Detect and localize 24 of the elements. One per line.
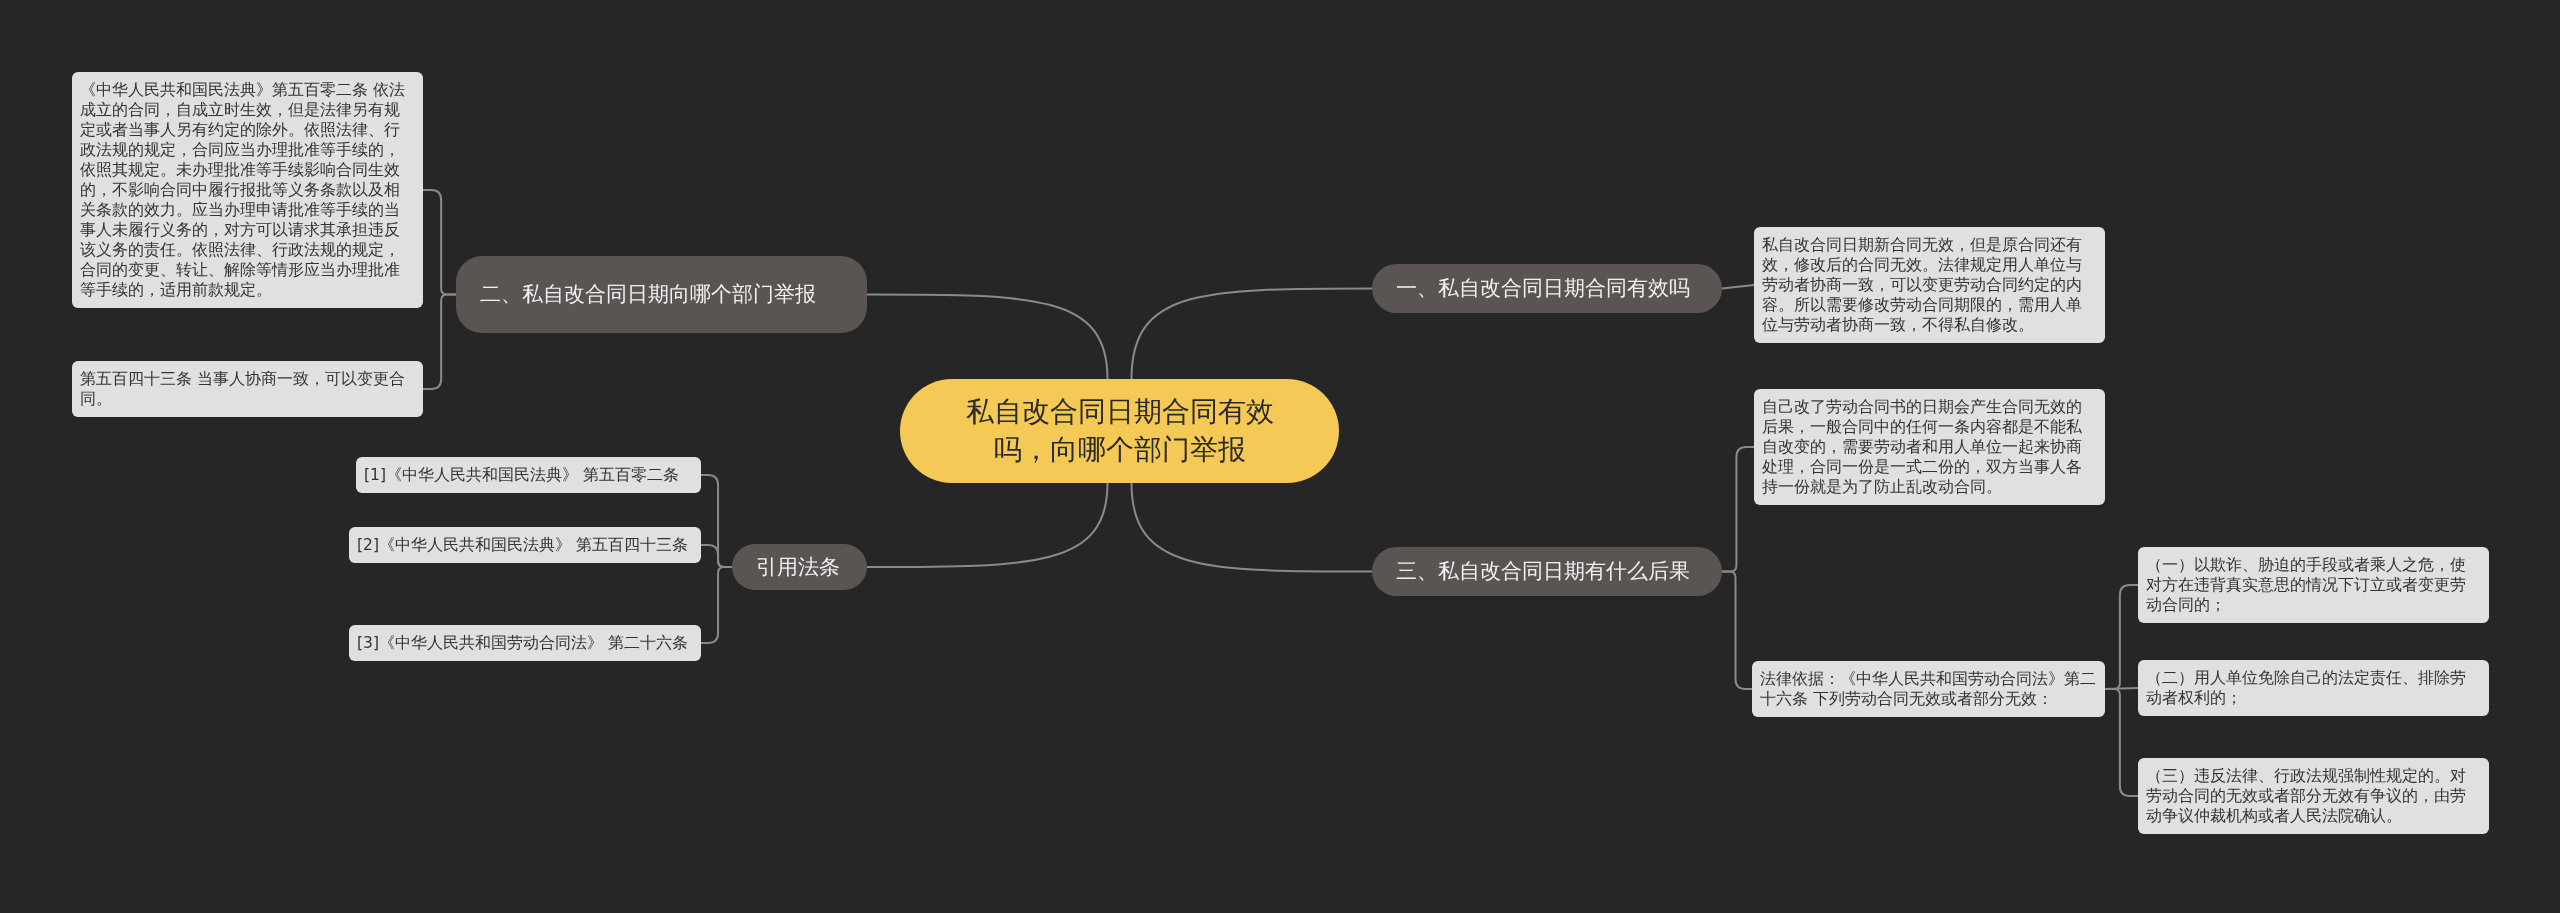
branch-pill: 一、私自改合同日期合同有效吗 <box>1372 264 1722 313</box>
text-card: 私自改合同日期新合同无效，但是原合同还有效，修改后的合同无效。法律规定用人单位与劳动者协商一致，可以变更劳动合同约定的内容。所以需要修改劳动合同期限的，需用人单位与劳动者协商一致，不得私自修改。 <box>1754 227 2105 343</box>
topic-pill: 私自改合同日期合同有效吗，向哪个部门举报 <box>900 379 1339 483</box>
text-card: （二）用人单位免除自己的法定责任、排除劳动者权利的； <box>2138 660 2489 716</box>
text-card: [2]《中华人民共和国民法典》 第五百四十三条 <box>349 527 701 563</box>
connector-line <box>1721 570 1753 690</box>
text-card: （一）以欺诈、胁迫的手段或者乘人之危，使对方在违背真实意思的情况下订立或者变更劳动合同的； <box>2138 547 2489 623</box>
branch-pill: 三、私自改合同日期有什么后果 <box>1372 547 1722 596</box>
text-card: 自己改了劳动合同书的日期会产生合同无效的后果，一般合同中的任何一条内容都是不能私自改变的，需要劳动者和用人单位一起来协商处理，合同一份是一式二份的，双方当事人各持一份就是为了防止乱改动合同。 <box>1754 389 2105 505</box>
connector-line <box>2104 688 2139 797</box>
connector-line <box>422 293 457 390</box>
text-card: （三）违反法律、行政法规强制性规定的。对劳动合同的无效或者部分无效有争议的，由劳动争议仲裁机构或者人民法院确认。 <box>2138 758 2489 834</box>
branch-pill: 二、私自改合同日期向哪个部门举报 <box>456 256 867 333</box>
connector-line <box>866 293 1109 380</box>
connector-line <box>1130 482 1373 573</box>
text-card: 法律依据：《中华人民共和国劳动合同法》第二十六条 下列劳动合同无效或者部分无效： <box>1752 661 2105 717</box>
connector-line <box>866 482 1109 568</box>
text-card: [1]《中华人民共和国民法典》 第五百零二条 <box>356 457 701 493</box>
branch-pill: 引用法条 <box>732 544 867 590</box>
connector-line <box>1130 287 1373 380</box>
text-card: [3]《中华人民共和国劳动合同法》 第二十六条 <box>349 625 701 661</box>
text-card: 第五百四十三条 当事人协商一致，可以变更合同。 <box>72 361 423 417</box>
connector-line <box>1721 284 1755 290</box>
text-card: 《中华人民共和国民法典》第五百零二条 依法成立的合同，自成立时生效，但是法律另有规定或者当事人另有约定的除外。依照法律、行政法规的规定，合同应当办理批准等手续的，依照其规定。未办理批准等手续影响合同生效的，不影响合同中履行报批等义务条款以及相关条款的效力。应当办理申请批准等手续的当事人未履行义务的，对方可以请求其承担违反该义务的责任。依照法律、行政法规的规定，合同的变更、转让、解除等情形应当办理批准等手续的，适用前款规定。 <box>72 72 423 308</box>
